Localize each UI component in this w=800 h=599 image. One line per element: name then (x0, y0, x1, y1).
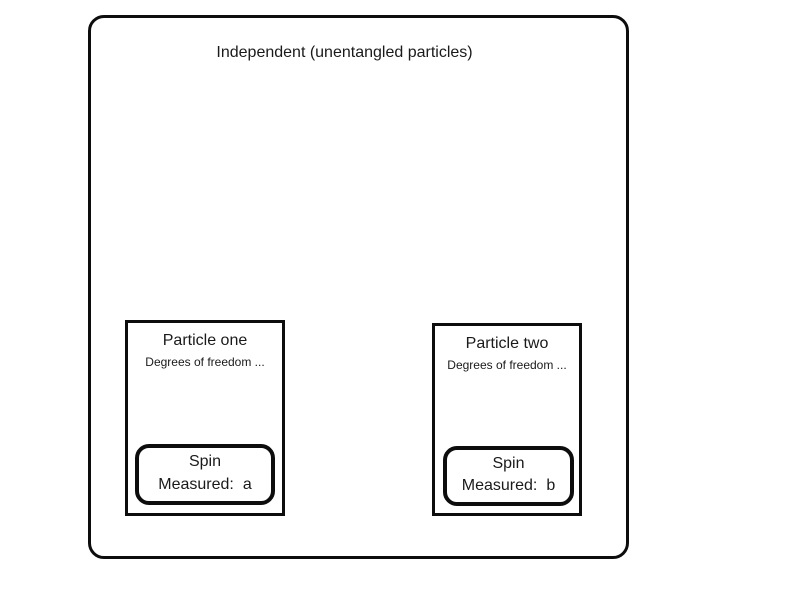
independent-group-box: Independent (unentangled particles) Part… (88, 15, 629, 559)
particle-one-spin-label: Spin (188, 453, 222, 470)
diagram-title: Independent (unentangled particles) (216, 44, 473, 61)
particle-two-degrees-label: Degrees of freedom ... (447, 358, 567, 372)
particle-one-measured-row: Measured: a (139, 476, 271, 494)
particle-two-box: Particle two Degrees of freedom ... Spin… (432, 323, 582, 516)
particle-two-measured-value: b (546, 477, 556, 494)
particle-one-spin-box: Spin Measured: a (135, 444, 275, 505)
particle-one-measured-label: Measured: (158, 476, 234, 493)
particle-one-box: Particle one Degrees of freedom ... Spin… (125, 320, 285, 516)
particle-two-measured-label: Measured: (461, 477, 538, 494)
particle-two-title: Particle two (465, 335, 549, 352)
particle-two-spin-box: Spin Measured: b (443, 446, 574, 506)
particle-one-title: Particle one (162, 332, 248, 349)
particle-one-degrees-label: Degrees of freedom ... (145, 355, 265, 369)
particle-one-measured-value: a (242, 476, 252, 493)
particle-two-spin-label: Spin (492, 455, 525, 472)
particle-two-measured-row: Measured: b (447, 477, 570, 495)
